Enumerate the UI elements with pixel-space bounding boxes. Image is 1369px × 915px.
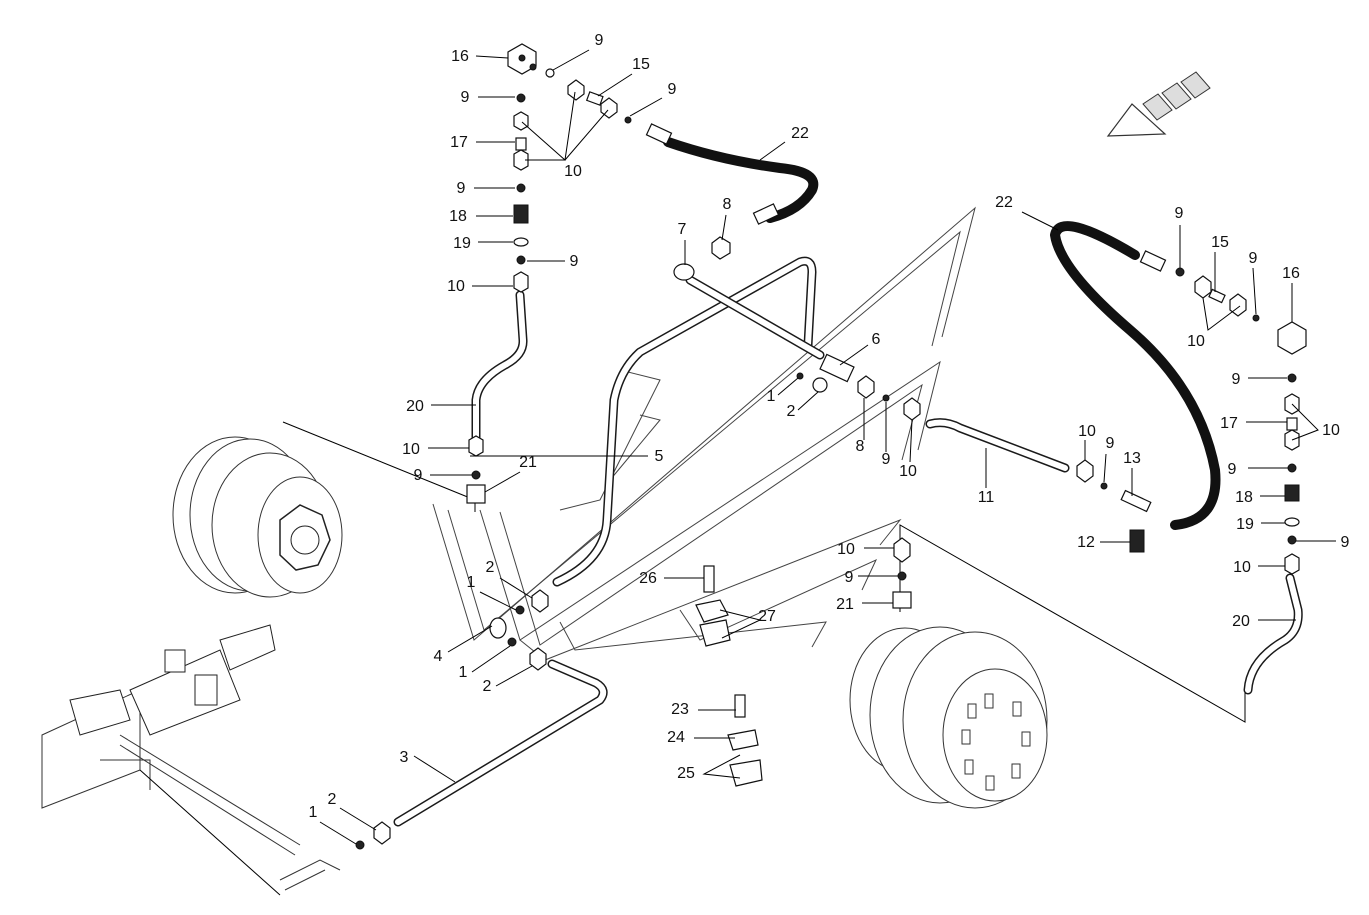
rigid-pipes (393, 256, 1303, 827)
callout-label: 22 (791, 125, 809, 142)
callout-label: 1 (767, 388, 776, 405)
callout-label: 16 (451, 48, 469, 65)
callout-label: 18 (449, 208, 467, 225)
callout-label: 2 (328, 791, 337, 808)
callout-label: 8 (856, 438, 865, 455)
callout-label: 9 (570, 253, 579, 270)
callout-label: 1 (459, 664, 468, 681)
callout-label: 23 (671, 701, 689, 718)
callout-label: 9 (595, 32, 604, 49)
callout-label: 10 (402, 441, 420, 458)
callout-label: 9 (1175, 205, 1184, 222)
callout-label: 11 (978, 489, 995, 506)
pump-assembly (41, 624, 341, 891)
callout-label: 20 (406, 398, 424, 415)
callout-label: 4 (434, 648, 443, 665)
callout-label: 26 (639, 570, 657, 587)
callout-label: 12 (1077, 534, 1095, 551)
callout-label: 8 (723, 196, 732, 213)
callout-label: 25 (677, 765, 695, 782)
callout-label: 10 (837, 541, 855, 558)
callout-label: 5 (655, 448, 664, 465)
callout-label: 1 (309, 804, 318, 821)
callout-label: 2 (483, 678, 492, 695)
callout-label: 9 (1249, 250, 1258, 267)
callout-label: 21 (836, 596, 854, 613)
callout-label: 21 (519, 454, 537, 471)
callout-label: 15 (632, 56, 650, 73)
callout-label: 3 (400, 749, 409, 766)
hoses (663, 137, 1221, 530)
fittings (355, 43, 1307, 850)
frame-outline (432, 206, 976, 661)
leader-lines (319, 49, 1336, 845)
callout-label: 9 (1341, 534, 1350, 551)
callout-label: 16 (1282, 265, 1300, 282)
callout-label: 17 (450, 134, 468, 151)
callout-label: 10 (447, 278, 465, 295)
callout-label: 10 (1078, 423, 1096, 440)
callout-label: 6 (872, 331, 881, 348)
callout-label: 1 (467, 574, 476, 591)
callout-label: 9 (668, 81, 677, 98)
callout-label: 18 (1235, 489, 1253, 506)
callout-label: 24 (667, 729, 685, 746)
callout-label: 2 (787, 403, 796, 420)
callout-label: 15 (1211, 234, 1229, 251)
right-wheel-motor (849, 626, 1048, 809)
callout-label: 19 (1236, 516, 1254, 533)
callout-label: 13 (1123, 450, 1141, 467)
left-wheel-motor (172, 436, 343, 598)
callout-label: 9 (1106, 435, 1115, 452)
callout-label: 19 (453, 235, 471, 252)
callout-label: 9 (414, 467, 423, 484)
callout-label: 10 (1187, 333, 1205, 350)
callout-label: 9 (1232, 371, 1241, 388)
callout-label: 9 (461, 89, 470, 106)
callout-label: 9 (457, 180, 466, 197)
callout-label: 7 (678, 221, 687, 238)
callout-label: 10 (1322, 422, 1340, 439)
callout-label: 10 (564, 163, 582, 180)
callout-label: 10 (1233, 559, 1251, 576)
callout-label: 22 (995, 194, 1013, 211)
callout-label: 9 (882, 451, 891, 468)
callout-label: 10 (899, 463, 917, 480)
direction-arrow-icon (1106, 71, 1211, 137)
callout-label: 9 (1228, 461, 1237, 478)
callout-label: 17 (1220, 415, 1238, 432)
callout-label: 20 (1232, 613, 1250, 630)
callout-label: 9 (845, 569, 854, 586)
callout-label: 27 (758, 608, 776, 625)
callout-label: 2 (486, 559, 495, 576)
